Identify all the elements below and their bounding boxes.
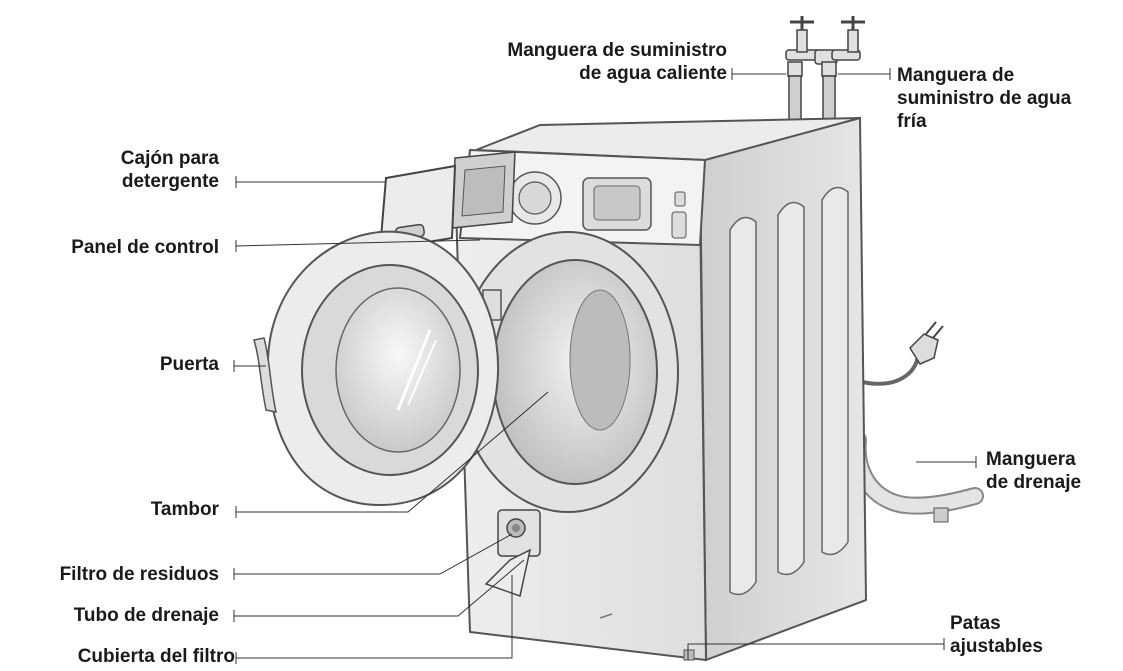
label-drum: Tambor: [151, 498, 219, 521]
label-control-panel: Panel de control: [71, 236, 219, 259]
power-cord: [862, 350, 918, 384]
label-door: Puerta: [160, 353, 219, 376]
door-glass: [336, 288, 460, 452]
label-debris-filter: Filtro de residuos: [60, 563, 219, 586]
label-filter-cover: Cubierta del filtro: [78, 645, 235, 668]
water-taps: [786, 16, 865, 76]
label-drain-tube: Tubo de drenaje: [74, 604, 219, 627]
